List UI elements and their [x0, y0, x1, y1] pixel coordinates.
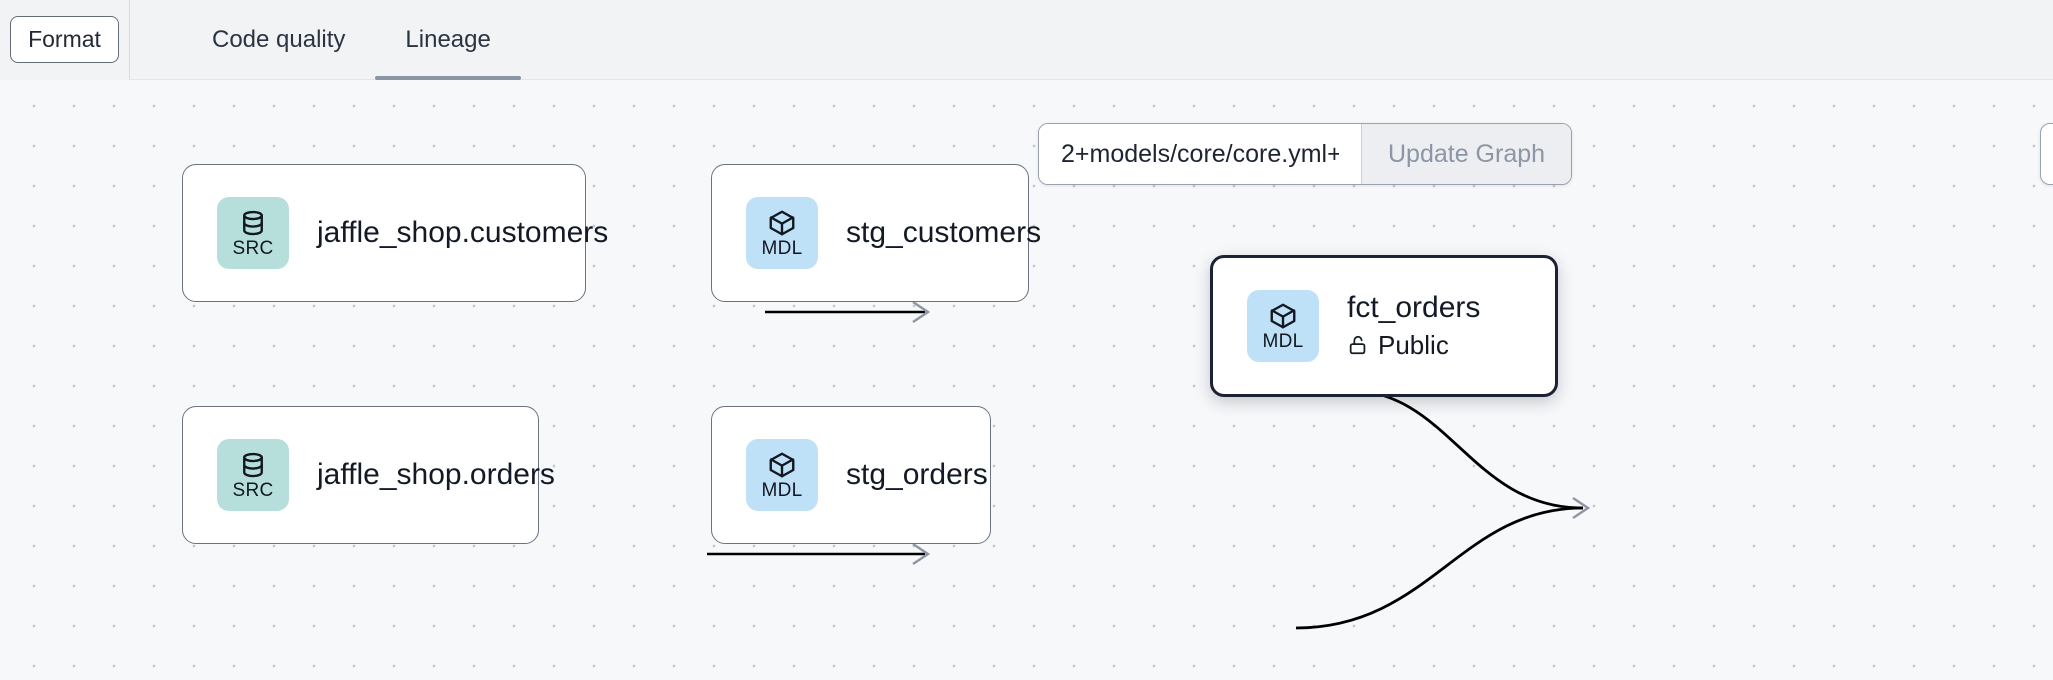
node-title: stg_customers [846, 215, 1042, 249]
node-title: jaffle_shop.customers [317, 215, 609, 249]
node-visibility: Public [1347, 330, 1480, 361]
lineage-canvas[interactable]: SRC jaffle_shop.customers MDL stg_custom… [0, 80, 2053, 680]
node-badge-label: MDL [1262, 331, 1304, 352]
node-body: fct_orders Public [1347, 291, 1480, 361]
node-body: stg_orders [846, 458, 988, 493]
edge-arrow-fct-orders [1572, 497, 1591, 519]
tab-code-quality-label: Code quality [212, 25, 346, 53]
cube-icon [769, 452, 795, 478]
node-title: stg_orders [846, 457, 988, 491]
edge-arrow-stg-orders [912, 543, 931, 565]
edge-stg-orders-to-fct-orders [1295, 506, 1584, 630]
edge-stg-customers-to-fct-orders [1346, 388, 1584, 510]
graph-selector-input[interactable] [1039, 124, 1361, 184]
node-title: jaffle_shop.orders [317, 457, 555, 491]
top-toolbar: Format Code quality Lineage [0, 0, 2053, 80]
tab-lineage-label: Lineage [405, 25, 491, 53]
node-badge-src: SRC [217, 439, 289, 511]
cube-icon [1270, 303, 1296, 329]
lineage-node-stg-orders[interactable]: MDL stg_orders [711, 406, 991, 544]
database-icon [243, 210, 263, 236]
lineage-node-jaffle-shop-orders[interactable]: SRC jaffle_shop.orders [182, 406, 555, 544]
update-graph-button[interactable]: Update Graph [1361, 124, 1572, 184]
tab-bar: Code quality Lineage [182, 0, 522, 80]
format-button-container: Format [0, 0, 130, 80]
node-badge-label: MDL [761, 238, 803, 259]
node-body: jaffle_shop.orders [317, 458, 555, 493]
lineage-node-stg-customers[interactable]: MDL stg_customers [711, 164, 1041, 302]
unlock-icon [1349, 336, 1366, 355]
node-title: fct_orders [1347, 291, 1481, 325]
cube-icon [769, 210, 795, 236]
database-icon [243, 452, 263, 478]
format-button[interactable]: Format [10, 16, 119, 63]
node-badge-label: SRC [232, 238, 274, 259]
node-badge-label: MDL [761, 480, 803, 501]
node-badge-label: SRC [232, 480, 274, 501]
edge-arrow-stg-customers [912, 301, 931, 323]
graph-controls-overflow-panel[interactable] [2040, 123, 2053, 185]
node-badge-mdl: MDL [746, 197, 818, 269]
node-badge-mdl: MDL [746, 439, 818, 511]
tab-lineage[interactable]: Lineage [375, 0, 522, 80]
node-badge-src: SRC [217, 197, 289, 269]
node-badge-mdl: MDL [1247, 290, 1319, 362]
graph-selector-controls: Update Graph [1038, 123, 1573, 185]
tab-code-quality[interactable]: Code quality [182, 0, 375, 80]
node-visibility-label: Public [1378, 329, 1449, 360]
node-body: stg_customers [846, 216, 1041, 251]
lineage-node-jaffle-shop-customers[interactable]: SRC jaffle_shop.customers [182, 164, 608, 302]
lineage-node-fct-orders[interactable]: MDL fct_orders Public [1210, 255, 1558, 397]
node-body: jaffle_shop.customers [317, 216, 608, 251]
